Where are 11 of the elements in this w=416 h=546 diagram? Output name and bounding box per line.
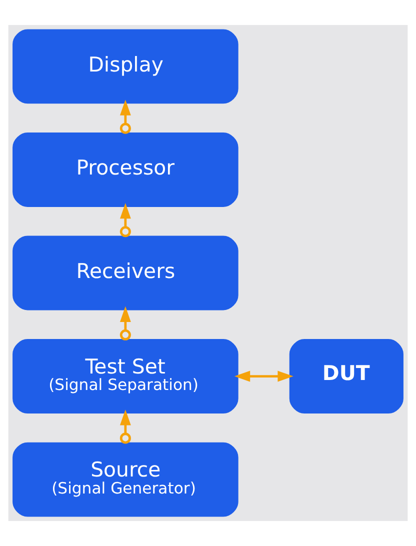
arrow [234,370,294,382]
arrow [120,100,131,134]
node-box: Source (Signal Generator) [12,442,238,517]
arrow [120,410,131,444]
arrow [120,203,131,238]
node-box: Test Set (Signal Separation) [12,339,238,414]
node-box: Display [12,29,238,104]
node-box: Processor [12,132,238,207]
arrow [120,306,131,340]
node-box: Receivers [12,236,238,310]
node-box: DUT [289,339,404,414]
